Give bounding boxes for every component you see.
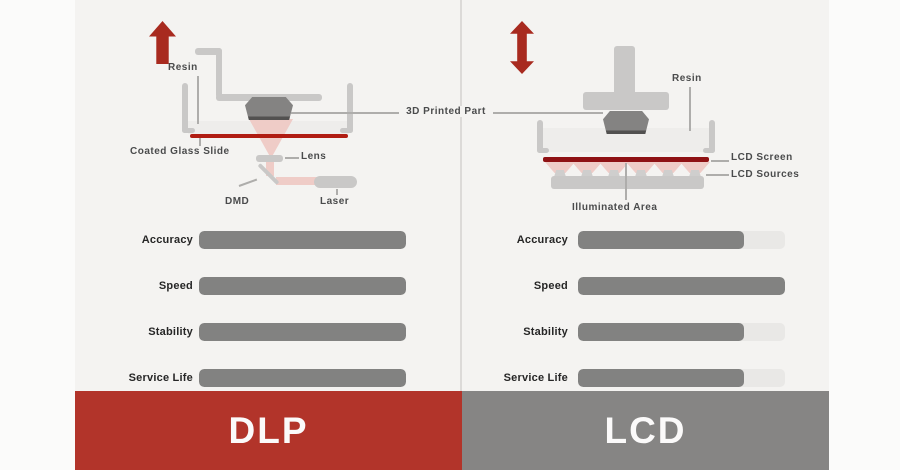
printed-part-line-right — [493, 112, 603, 114]
light-cone — [680, 162, 710, 173]
dlp-vat-wall-right — [347, 83, 353, 133]
lcd-screen-pointer-line — [711, 160, 729, 162]
dlp-banner: DLP — [75, 391, 462, 470]
lcd-screen-label: LCD Screen — [731, 152, 793, 163]
bar-label-stability: Stability — [148, 326, 193, 338]
lcd-platform-column — [614, 46, 635, 96]
coated-glass-slide-label: Coated Glass Slide — [130, 146, 230, 157]
lcd-vat-corner-right — [703, 148, 715, 153]
dlp-printed-part — [245, 97, 293, 120]
lcd-printed-part — [603, 111, 649, 134]
illuminated-area-label: Illuminated Area — [572, 202, 658, 213]
bar-fill — [199, 277, 406, 295]
lcd-source — [689, 170, 701, 177]
lcd-banner-title: LCD — [604, 409, 687, 451]
bar-track — [199, 231, 406, 249]
lcd-source — [554, 170, 566, 177]
light-cone — [572, 162, 602, 173]
laser-label: Laser — [320, 196, 350, 207]
bar-fill — [578, 231, 744, 249]
bar-track — [199, 369, 406, 387]
resin-pointer-line — [197, 76, 199, 124]
light-cone — [545, 162, 575, 173]
bar-track — [578, 369, 785, 387]
dlp-beam-horizontal — [276, 177, 318, 185]
lcd-sources-label: LCD Sources — [731, 169, 800, 180]
dlp-resin-label: Resin — [168, 62, 198, 73]
bar-track — [578, 277, 785, 295]
lcd-resin-label: Resin — [672, 73, 702, 84]
lens-pointer-line — [285, 157, 299, 159]
bar-label-service-life: Service Life — [128, 372, 193, 384]
bar-label-accuracy: Accuracy — [516, 234, 568, 246]
bar-fill — [199, 369, 406, 387]
bar-track — [578, 323, 785, 341]
bar-track — [578, 231, 785, 249]
lcd-sources-pointer-line — [706, 174, 729, 176]
light-cone — [599, 162, 629, 173]
bar-label-speed: Speed — [158, 280, 193, 292]
dlp-platform-arm — [216, 48, 222, 98]
lcd-source — [581, 170, 593, 177]
bar-label-accuracy: Accuracy — [141, 234, 193, 246]
lcd-source — [635, 170, 647, 177]
lcd-source — [662, 170, 674, 177]
bar-fill — [199, 231, 406, 249]
bar-fill — [199, 323, 406, 341]
lcd-banner: LCD — [462, 391, 829, 470]
lcd-platform-plate — [583, 92, 669, 110]
dlp-coated-glass-slide — [190, 134, 348, 138]
dlp-laser — [314, 176, 357, 188]
bar-label-stability: Stability — [523, 326, 568, 338]
lens-label: Lens — [301, 151, 327, 162]
illuminated-area-pointer-line — [625, 163, 627, 200]
bar-track — [199, 323, 406, 341]
dmd-label: DMD — [225, 196, 250, 207]
lcd-vat-wall-right — [709, 120, 715, 153]
bar-track — [199, 277, 406, 295]
lcd-screen-bar — [543, 157, 709, 162]
panel-divider — [460, 0, 462, 391]
lcd-light-cones — [545, 162, 710, 173]
lcd-vat-corner-left — [537, 148, 549, 153]
dlp-beam-vertical — [266, 160, 274, 176]
laser-pointer-line — [336, 189, 338, 195]
light-cone — [653, 162, 683, 173]
lcd-resin-pointer-line — [689, 87, 691, 131]
light-cone — [626, 162, 656, 173]
lcd-source — [608, 170, 620, 177]
dlp-vat-wall-left — [182, 83, 188, 133]
bar-fill — [578, 323, 744, 341]
printed-part-line-left — [291, 112, 399, 114]
dlp-lens — [256, 155, 283, 162]
printed-part-label: 3D Printed Part — [399, 106, 493, 117]
dlp-vat-corner-right — [340, 128, 353, 133]
bar-label-service-life: Service Life — [503, 372, 568, 384]
dlp-platform-arm-top — [195, 48, 222, 55]
lcd-source-base — [551, 176, 704, 189]
dlp-vat-corner-left — [182, 128, 195, 133]
bar-fill — [578, 369, 744, 387]
lcd-vat-wall-left — [537, 120, 543, 153]
bar-label-speed: Speed — [533, 280, 568, 292]
coated-glass-slide-pointer-line — [199, 138, 201, 146]
bar-fill — [578, 277, 785, 295]
dlp-banner-title: DLP — [228, 409, 309, 451]
